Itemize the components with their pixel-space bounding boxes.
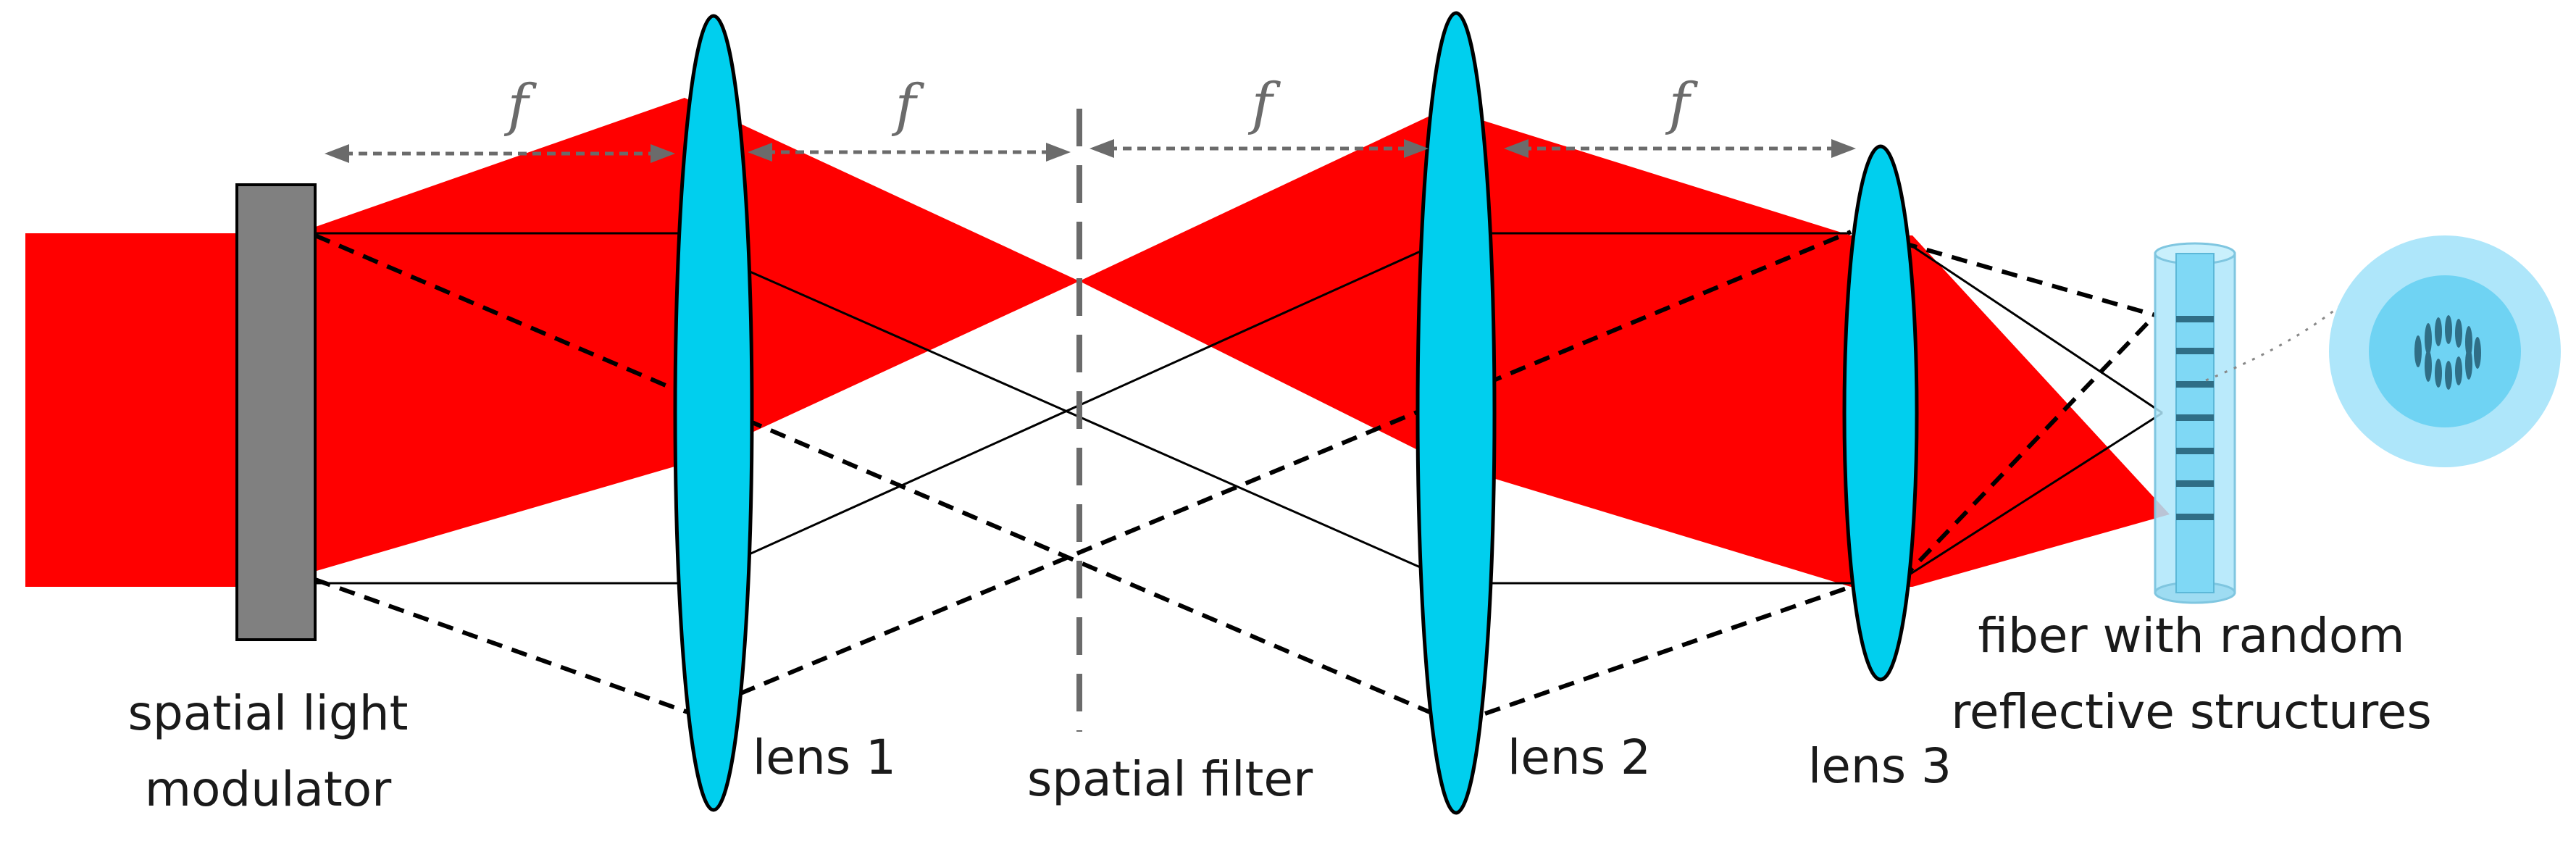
lens-3 bbox=[1842, 144, 1919, 682]
focal-dimension-3 bbox=[1090, 139, 1429, 158]
spatial-light-modulator bbox=[235, 183, 317, 641]
fiber-label-line2: reflective structures bbox=[1951, 684, 2432, 740]
lens-2 bbox=[1415, 11, 1497, 815]
focal-dimension-4 bbox=[1504, 139, 1856, 158]
lens2-label: lens 2 bbox=[1507, 730, 1651, 785]
reflective-structures bbox=[2176, 316, 2214, 520]
lens-1 bbox=[673, 14, 754, 812]
solid-rays bbox=[315, 232, 2163, 585]
incident-beam bbox=[25, 233, 239, 587]
fiber bbox=[2154, 242, 2236, 604]
focal-label-4: f bbox=[1665, 72, 1699, 137]
dashed-rays bbox=[314, 230, 2157, 719]
beam-lens3-to-fiber bbox=[1851, 235, 2170, 587]
focal-label-1: f bbox=[504, 73, 538, 138]
speckle-pattern bbox=[2414, 315, 2481, 390]
slm-label-line2: modulator bbox=[145, 761, 392, 817]
fiber-cross-section bbox=[2329, 235, 2561, 467]
focal-dimension-2 bbox=[748, 143, 1071, 162]
lens1-label: lens 1 bbox=[753, 730, 896, 785]
focal-label-3: f bbox=[1248, 72, 1281, 137]
focal-label-2: f bbox=[892, 73, 925, 138]
focal-dimension-1 bbox=[325, 144, 675, 163]
fiber-label-line1: fiber with random bbox=[1978, 608, 2404, 664]
spatial-filter-label: spatial filter bbox=[1027, 751, 1313, 807]
slm-label-line1: spatial light bbox=[128, 685, 409, 741]
lens3-label: lens 3 bbox=[1808, 738, 1952, 794]
